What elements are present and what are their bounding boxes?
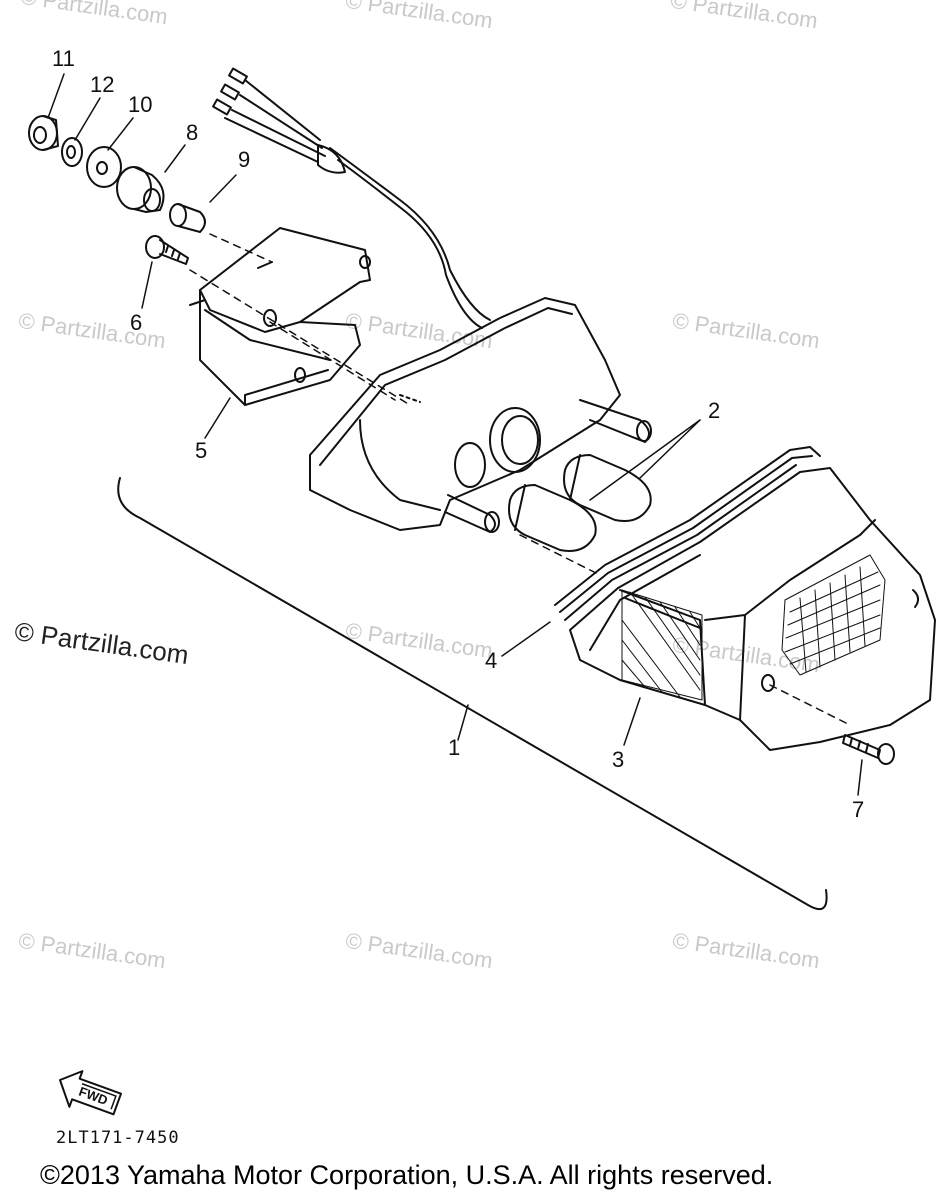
washer-part-10 [86, 146, 122, 188]
callout-5: 5 [195, 438, 207, 463]
diagram-code: 2LT171-7450 [56, 1128, 180, 1148]
callout-12: 12 [90, 72, 114, 97]
callout-1: 1 [448, 735, 460, 760]
lens-part-3 [569, 467, 936, 751]
callout-4: 4 [485, 648, 497, 673]
assembly-guide-lines [189, 233, 851, 726]
callout-9: 9 [238, 147, 250, 172]
screw-part-6 [145, 235, 189, 265]
wire-harness [212, 67, 491, 329]
grommet-part-8 [116, 166, 165, 213]
taillight-base-housing [309, 297, 652, 533]
bulb-part-2b [508, 484, 597, 552]
bracket-part-5 [189, 227, 371, 406]
callout-6: 6 [130, 310, 142, 335]
nut-part-11 [28, 115, 59, 151]
copyright-notice: ©2013 Yamaha Motor Corporation, U.S.A. A… [40, 1160, 774, 1190]
callout-7: 7 [852, 797, 864, 822]
screw-part-7 [842, 734, 895, 765]
bulb-part-2a [563, 454, 652, 522]
callout-10: 10 [128, 92, 152, 117]
callout-11: 11 [52, 46, 75, 71]
washer-part-12 [61, 137, 83, 167]
gasket-part-4 [554, 446, 821, 621]
leader-lines [47, 73, 863, 796]
callout-3: 3 [612, 747, 624, 772]
reflector-hatching [621, 589, 703, 701]
assembly-bracket-line [117, 477, 828, 910]
fwd-arrow-icon: FWD [59, 1070, 122, 1116]
collar-part-9 [169, 203, 206, 233]
callout-8: 8 [186, 120, 198, 145]
honeycomb-grid [781, 554, 886, 676]
callout-2: 2 [708, 398, 720, 423]
